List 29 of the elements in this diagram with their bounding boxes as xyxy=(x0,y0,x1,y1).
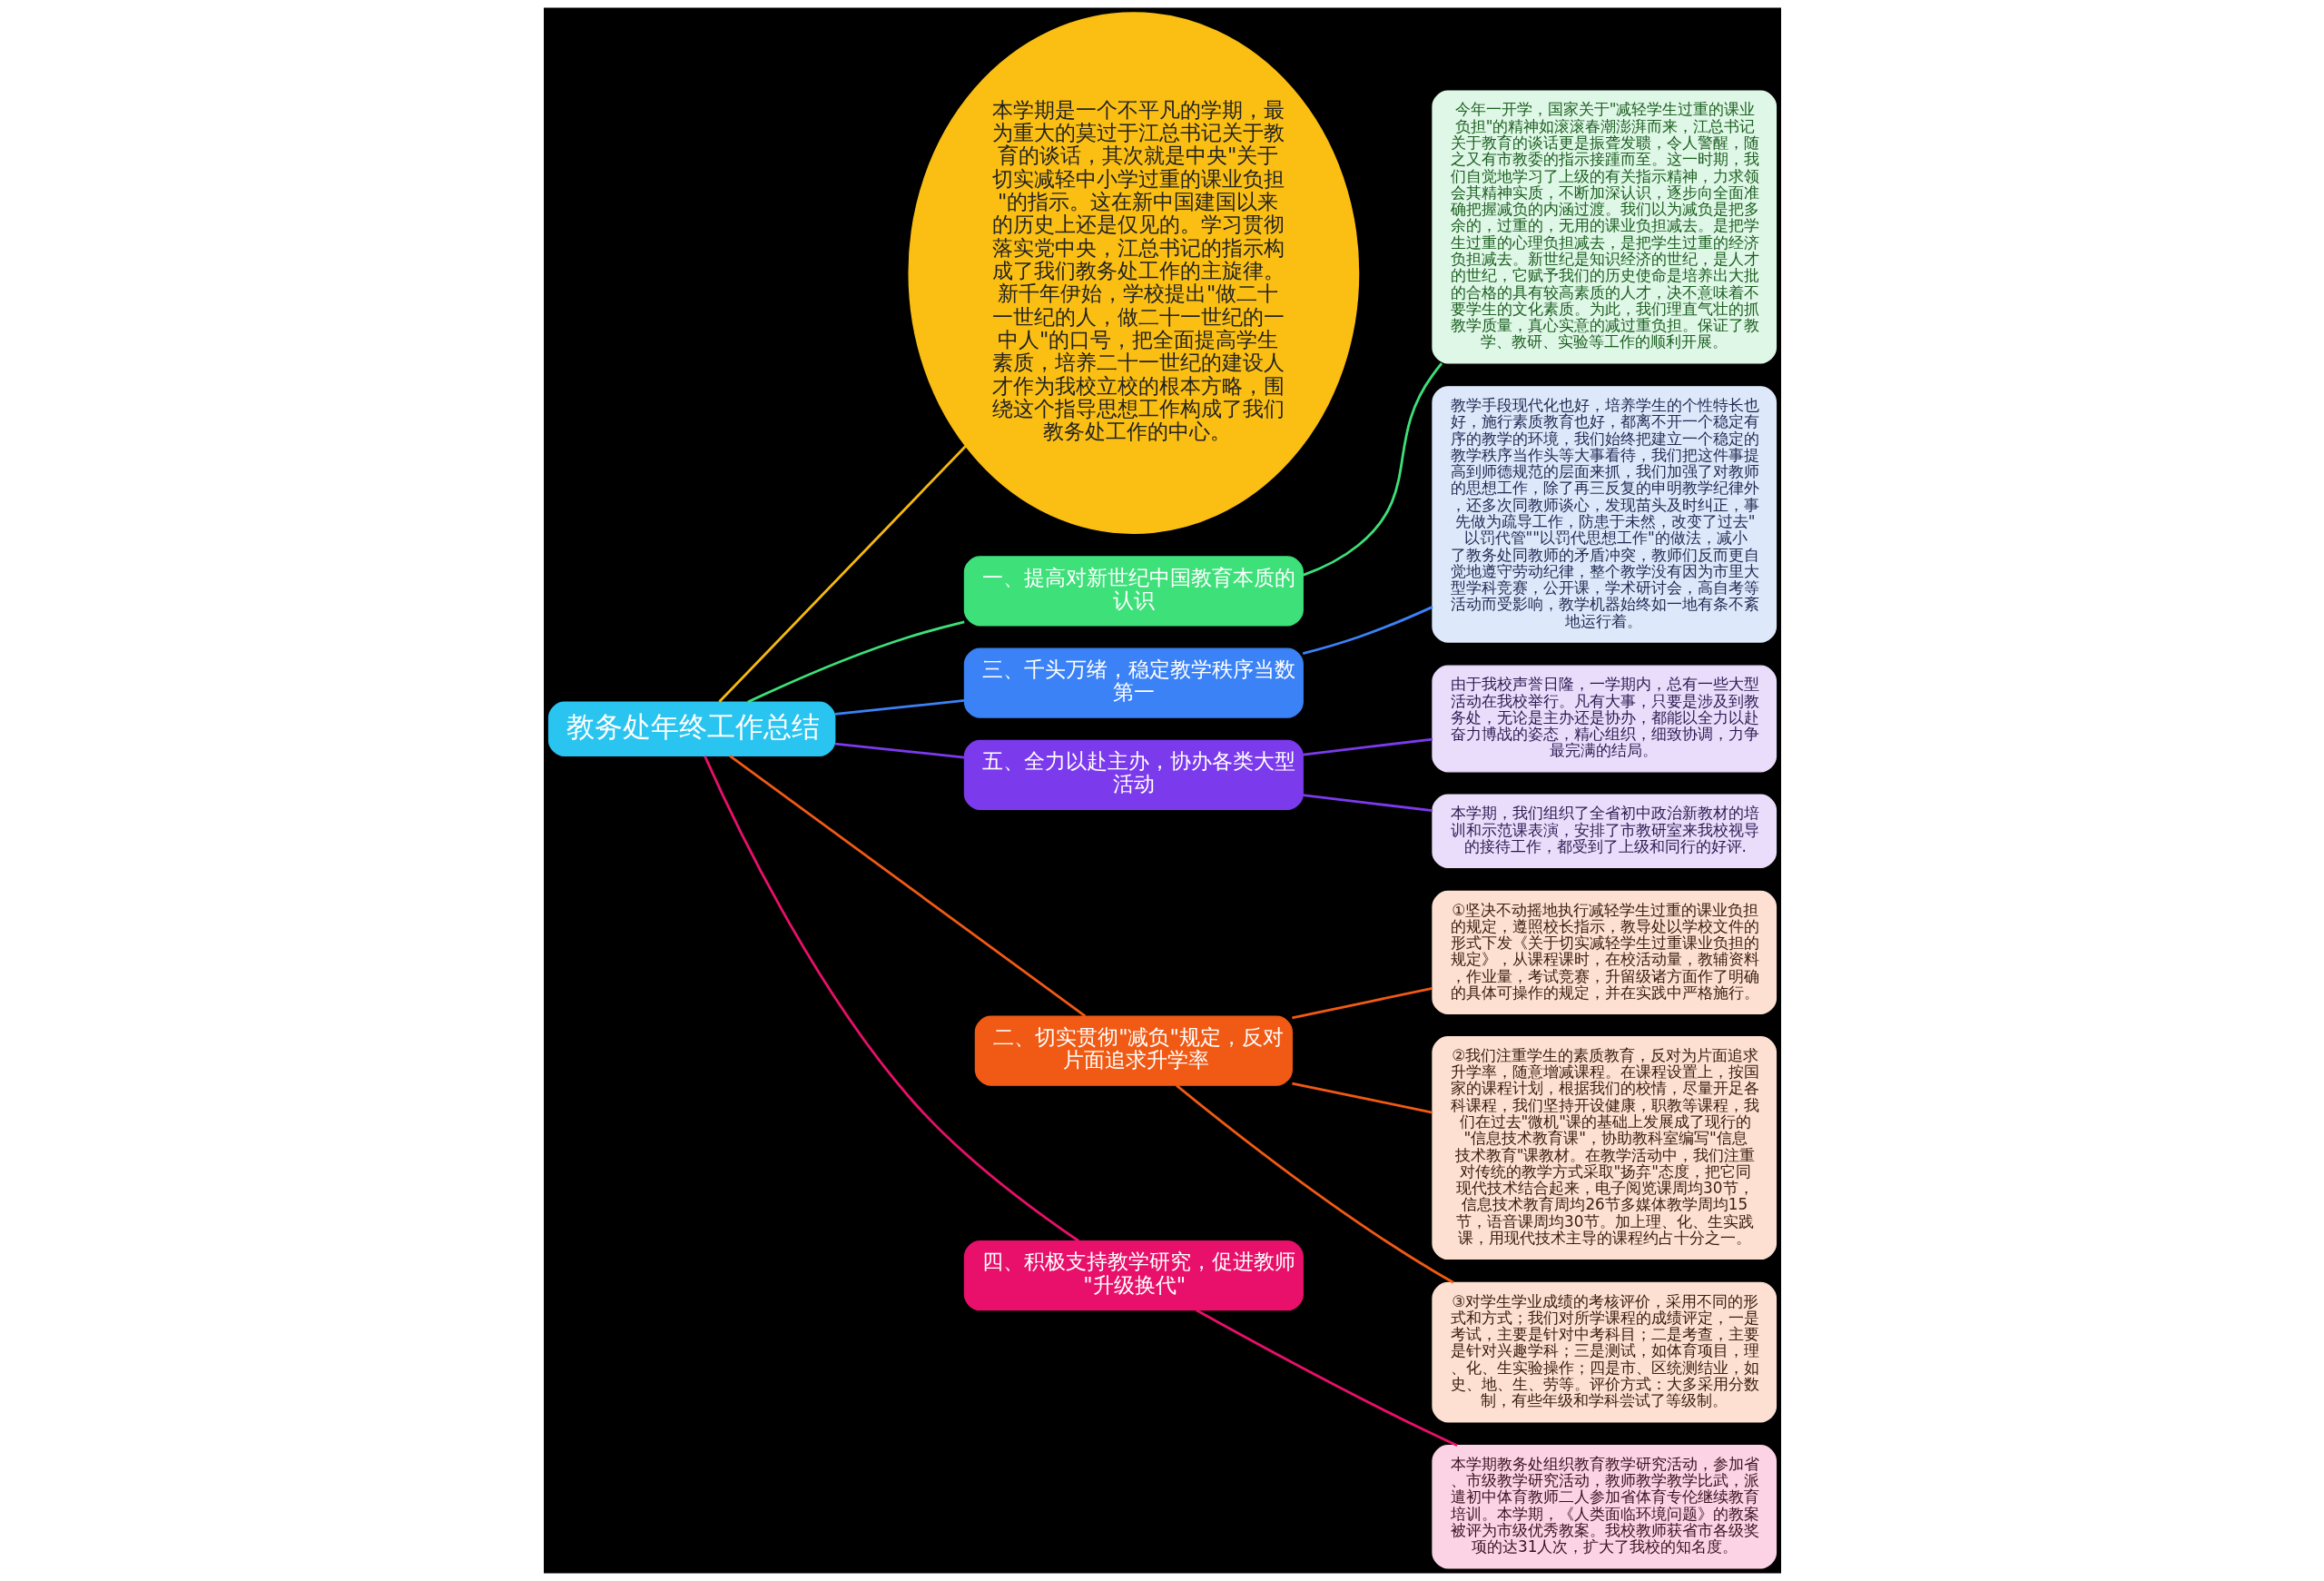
node-box: 今年一开学，国家关于"减轻学生过重的课业负担"的精神如滚滚春潮澎湃而来，江总书记关于教育的谈话更是振聋发聩，令人警醒，随之又有市教委的指示接踵而至。这一时期，我们自觉地学习了上级的有关指示精神，力求领会其精神实质，不断加深认识，逐步向全面准确把握减负的内涵过渡。我们以为减负是把多余的，过重的，无用的课业负担减去。是把学生过重的心理负担减去，是把学生过重的经济负担减去。新世纪是知识经济的世纪，是人才的世纪，它赋予我们的历史使命是培养出大批的合格的具有较高素质的人才，决不意味着不要学生的文化素质。为此，我们理直气壮的抓教学质量，真心实意的减过重负担。保证了教学、教研、实验等工作的顺利开展。 xyxy=(1431,90,1777,364)
connector xyxy=(717,445,967,703)
connector xyxy=(703,756,1079,1242)
connector xyxy=(834,742,965,759)
connector xyxy=(834,699,965,716)
node-box: 教学手段现代化也好，培养学生的个性特长也好，施行素质教育也好，都离不开一个稳定有序的教学的环境，我们始终把建立一个稳定的教学秩序当作头等大事看待，我们把这件事提高到师德规范的层面来抓，我们加强了对教师的思想工作，除了再三反复的申明教学纪律外，还多次同教师谈心，发现苗头及时纠正，事先做为疏导工作，防患于未然，改变了过去"以罚代管""以罚代思想工作"的做法，减小了教务处同教师的矛盾冲突，教师们反而更自觉地遵守劳动纪律，整个教学没有因为市里大型学科竞赛，公开课，学术研讨会，高自考等活动而受影响，教学机器始终如一地有条不紊地运行着。 xyxy=(1431,386,1777,643)
connector xyxy=(1175,1084,1454,1284)
node-box: ②我们注重学生的素质教育，反对为片面追求升学率，随意增减课程。在课程设置上，按国家的课程计划，根据我们的校情，尽量开足各科课程，我们坚持开设健康，职教等课程，我们在过去"微机"课的基础上发展成了现行的"信息技术教育课"，协助教科室编写"信息技术教育"课教材。在教学活动中，我们注重对传统的教学方式采取"扬弃"态度，把它同现代技术结合起来，电子阅览课周均30节，信息技术教育周均26节多媒体教学周均15节，语音课周均30节。加上理、化、生实践课，用现代技术主导的课程约占十分之一。 xyxy=(1431,1036,1777,1260)
node-box: ①坚决不动摇地执行减轻学生过重的课业负担的规定，遵照校长指示，教导处以学校文件的形式下发《关于切实减轻学生过重课业负担的规定》，从课程课时，在校活动量，教辅资料，作业量，考试竞赛，升留级诸方面作了明确的具体可操作的规定，并在实践中严格施行。 xyxy=(1431,890,1777,1015)
node-ellipse: 本学期是一个不平凡的学期，最为重大的莫过于江总书记关于教育的谈话，其次就是中央"关于切实减轻中小学过重的课业负担"的指示。这在新中国建国以来的历史上还是仅见的。学习贯彻落实党中央，江总书记的指示构成了我们教务处工作的主旋律。新千年伊始，学校提出"做二十一世纪的人，做二十一世纪的一中人"的口号，把全面提高学生素质，培养二十一世纪的建设人才作为我校立校的根本方略，围绕这个指导思想工作构成了我们教务处工作的中心。 xyxy=(907,12,1359,534)
node-box: 一、提高对新世纪中国教育本质的认识 xyxy=(963,556,1304,627)
connector xyxy=(1302,737,1433,756)
node-box: 由于我校声誉日隆，一学期内，总有一些大型活动在我校举行。凡有大事，只要是涉及到教务处，无论是主办还是协办，都能以全力以赴奋力博战的姿态，精心组织，细致协调，力争最完满的结局。 xyxy=(1431,665,1777,773)
connector xyxy=(1291,987,1433,1020)
node-box: 本学期，我们组织了全省初中政治新教材的培训和示范课表演，安排了市教研室来我校视导的接待工作，都受到了上级和同行的好评. xyxy=(1431,794,1777,869)
connector xyxy=(1302,362,1443,577)
connector xyxy=(746,620,965,704)
node-box: 本学期教务处组织教育教学研究活动，参加省、市级教学研究活动，教师教学教学比武，派遣初中体育教师二人参加省体育专伦继续教育培训。本学期，《人类面临环境问题》的教案被评为市级优秀教案。我校教师获省市各级奖项的达31人次，扩大了我校的知名度。 xyxy=(1431,1445,1777,1569)
node-box: 五、全力以赴主办，协办各类大型活动 xyxy=(963,739,1304,811)
connector xyxy=(728,755,1086,1018)
node-box: ③对学生学业成绩的考核评价，采用不同的形式和方式；我们对所学课程的成绩评定，一是考试，主要是针对中考科目；二是考查，主要是针对兴趣学科；三是测试，如体育项目，理、化、生实验操作；四是市、区统测结业，如史、地、生、劳等。评价方式：大多采用分数制，有些年级和学科尝试了等级制。 xyxy=(1431,1281,1777,1423)
node-box: 四、积极支持教学研究，促进教师"升级换代" xyxy=(963,1240,1304,1311)
connector xyxy=(1291,1082,1433,1114)
node-box: 二、切实贯彻"减负"规定，反对片面追求升学率 xyxy=(974,1015,1293,1086)
connector xyxy=(1302,606,1433,655)
connector xyxy=(1195,1309,1458,1447)
node-box: 教务处年终工作总结 xyxy=(547,701,835,756)
node-box: 三、千头万绪，稳定教学秩序当数第一 xyxy=(963,647,1304,718)
connector xyxy=(1302,794,1433,813)
